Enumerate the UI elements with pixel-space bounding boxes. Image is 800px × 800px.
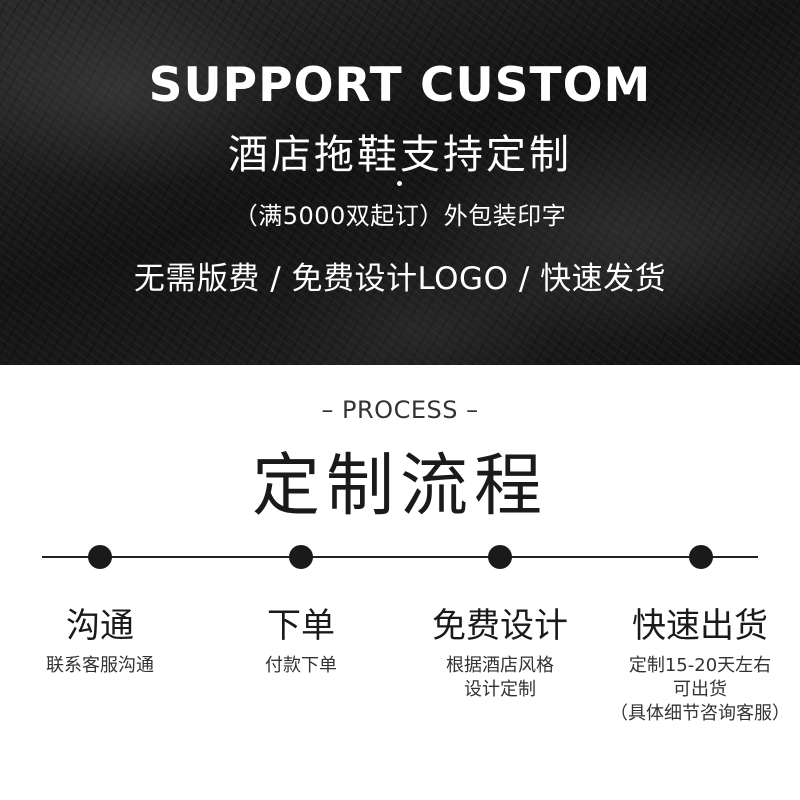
hero-banner: SUPPORT CUSTOM 酒店拖鞋支持定制 （满5000双起订）外包装印字 … xyxy=(0,0,800,365)
process-step-fast-shipping: 快速出货 定制15-20天左右 可出货 （具体细节咨询客服） xyxy=(600,604,800,726)
timeline-dot-icon xyxy=(289,545,313,569)
step-description: 付款下单 xyxy=(201,654,401,678)
step-description-line: 可出货 xyxy=(673,679,727,700)
step-description-line: 设计定制 xyxy=(464,679,536,700)
process-title: 定制流程 xyxy=(251,447,548,526)
hero-title: SUPPORT CUSTOM xyxy=(148,58,652,113)
process-step-order: 下单 付款下单 xyxy=(201,604,401,678)
hero-features: 无需版费 / 免费设计LOGO / 快速发货 xyxy=(133,261,667,297)
timeline-dot-icon xyxy=(88,545,112,569)
step-title: 快速出货 xyxy=(632,606,768,646)
timeline-line xyxy=(42,556,758,558)
step-description-line: 联系客服沟通 xyxy=(46,655,154,676)
step-description-line: 付款下单 xyxy=(265,655,337,676)
hero-minimum-order: （满5000双起订）外包装印字 xyxy=(233,202,567,230)
step-title: 下单 xyxy=(267,606,335,646)
timeline-dot-icon xyxy=(689,545,713,569)
process-label: – PROCESS – xyxy=(321,396,479,424)
step-description-line: （具体细节咨询客服） xyxy=(610,703,790,724)
hero-subtitle: 酒店拖鞋支持定制 xyxy=(228,132,572,178)
step-description: 定制15-20天左右 可出货 （具体细节咨询客服） xyxy=(600,654,800,726)
step-description-line: 根据酒店风格 xyxy=(446,655,554,676)
step-description: 根据酒店风格 设计定制 xyxy=(400,654,600,702)
bullet-dot-icon xyxy=(397,181,402,186)
step-title: 沟通 xyxy=(66,606,134,646)
timeline-dot-icon xyxy=(488,545,512,569)
step-description: 联系客服沟通 xyxy=(0,654,200,678)
process-step-free-design: 免费设计 根据酒店风格 设计定制 xyxy=(400,604,600,702)
step-description-line: 定制15-20天左右 xyxy=(628,655,772,676)
step-title: 免费设计 xyxy=(432,606,568,646)
process-step-communicate: 沟通 联系客服沟通 xyxy=(0,604,200,678)
